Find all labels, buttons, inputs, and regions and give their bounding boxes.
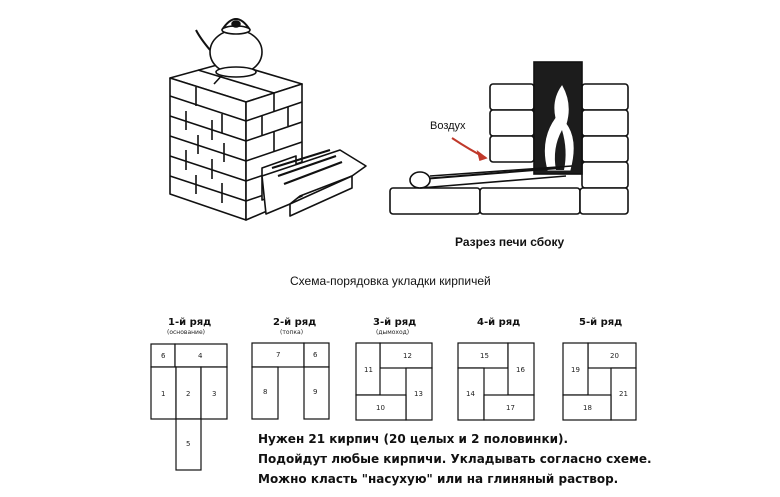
row-subtitle: (дымоход) — [376, 329, 409, 336]
brick — [562, 342, 589, 396]
brick — [562, 394, 612, 421]
stove-isometric-illustration — [169, 18, 367, 221]
note-line: Нужен 21 кирпич (20 целых и 2 половинки)… — [258, 432, 569, 446]
kettle-icon — [195, 18, 263, 78]
brick — [457, 342, 509, 369]
brick — [150, 366, 177, 420]
brick-number: 19 — [571, 366, 580, 374]
brick-number: 10 — [376, 404, 385, 412]
row-4-scheme: 4-й ряд 15 16 14 17 — [457, 317, 535, 421]
brick — [355, 394, 407, 421]
brick-number: 21 — [619, 390, 628, 398]
brick — [405, 367, 433, 421]
brick-number: 14 — [466, 390, 475, 398]
row-subtitle: (основание) — [167, 329, 205, 336]
brick — [610, 367, 637, 421]
row-3-scheme: 3-й ряд (дымоход) 12 11 13 10 — [355, 317, 433, 421]
brick-number: 17 — [506, 404, 515, 412]
brick — [507, 342, 535, 396]
row-1-scheme: 1-й ряд (основание) 6 4 1 2 3 5 — [150, 317, 228, 471]
note-line: Можно класть "насухую" или на глиняный р… — [258, 472, 619, 486]
brick — [483, 394, 535, 421]
brick-number: 9 — [313, 388, 317, 396]
row-title: 3-й ряд — [373, 317, 416, 328]
brick-number: 16 — [516, 366, 525, 374]
brick-number: 8 — [263, 388, 267, 396]
row-subtitle: (топка) — [280, 329, 303, 336]
brick-number: 6 — [161, 352, 166, 360]
brick-number: 4 — [198, 352, 203, 360]
brick-number: 7 — [276, 351, 280, 359]
brick — [355, 342, 381, 396]
brick — [251, 366, 279, 420]
brick-number: 13 — [414, 390, 423, 398]
brick-number: 1 — [161, 390, 165, 398]
brick — [457, 367, 485, 421]
brick-number: 3 — [212, 390, 216, 398]
stove-side-section — [389, 61, 629, 215]
brick-number: 6 — [313, 351, 318, 359]
row-title: 1-й ряд — [168, 317, 211, 328]
brick-number: 15 — [480, 352, 489, 360]
row-title: 2-й ряд — [273, 317, 316, 328]
scheme-title: Схема-порядовка укладки кирпичей — [290, 274, 491, 288]
brick-number: 2 — [186, 390, 190, 398]
row-5-scheme: 5-й ряд 20 19 21 18 — [562, 317, 637, 421]
row-2-scheme: 2-й ряд (топка) 7 6 8 9 — [251, 317, 330, 420]
air-label: Воздух — [430, 120, 466, 132]
brick-number: 20 — [610, 352, 619, 360]
row-title: 5-й ряд — [579, 317, 622, 328]
brick — [200, 366, 228, 420]
brick — [175, 418, 202, 471]
brick-number: 18 — [583, 404, 592, 412]
brick-number: 5 — [186, 440, 190, 448]
brick — [303, 366, 330, 420]
side-section-caption: Разрез печи сбоку — [455, 235, 564, 249]
brick-number: 11 — [364, 366, 373, 374]
row-title: 4-й ряд — [477, 317, 520, 328]
note-line: Подойдут любые кирпичи. Укладывать согла… — [258, 452, 652, 466]
brick-number: 12 — [403, 352, 412, 360]
